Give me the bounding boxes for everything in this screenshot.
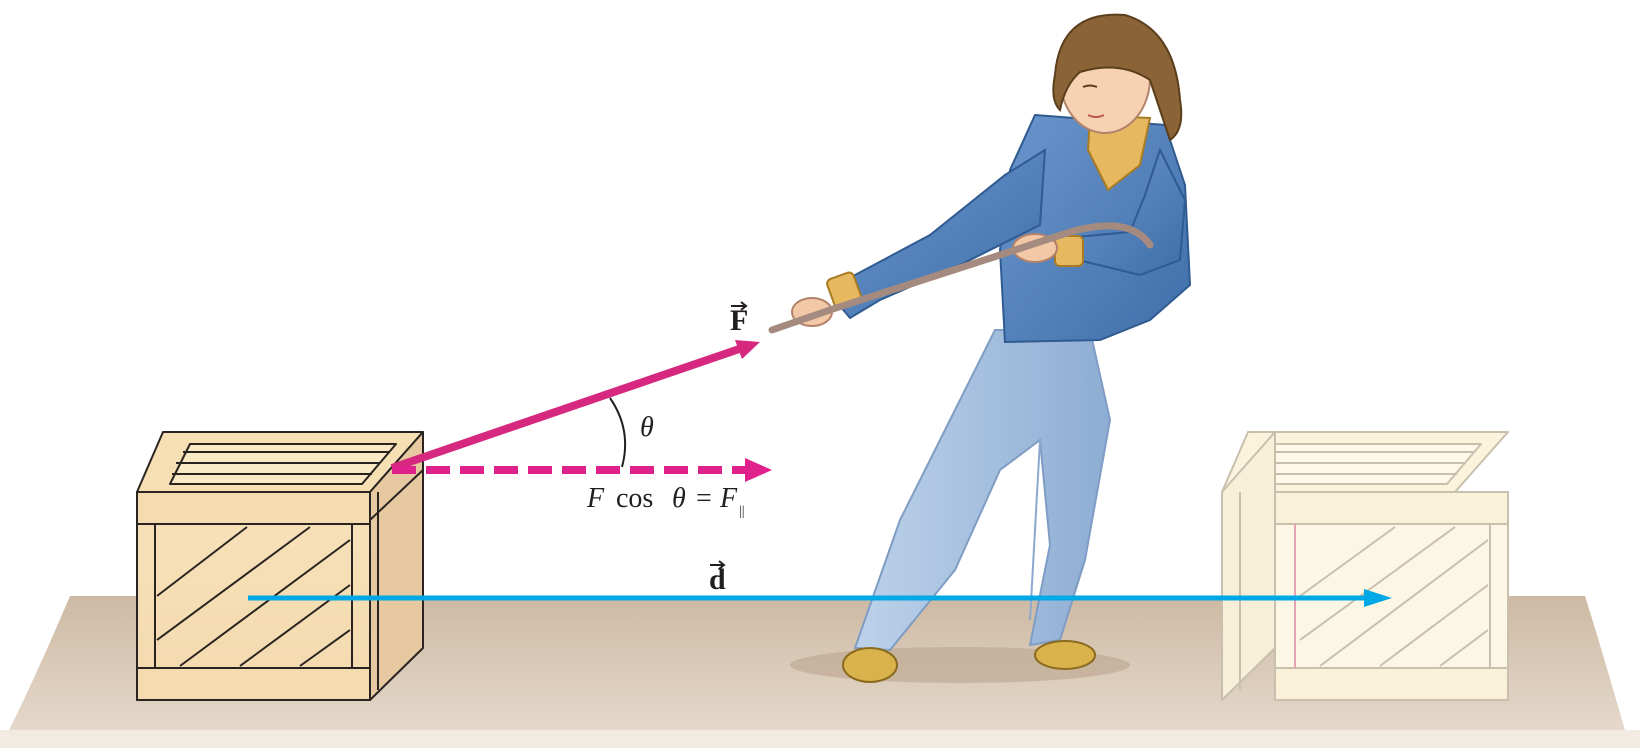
force-label: F — [730, 301, 748, 337]
rope-held — [768, 222, 1154, 334]
force-vector — [390, 340, 760, 472]
right-shoe — [1034, 640, 1096, 670]
angle-label: θ — [640, 412, 654, 443]
displacement-label: d — [709, 560, 726, 596]
component-label-subscript: || — [739, 504, 745, 519]
crate-final — [1221, 431, 1509, 701]
crate-initial — [136, 431, 424, 701]
component-label-theta: θ — [672, 483, 686, 514]
force-component-label: F cos θ = F || — [586, 483, 745, 519]
component-label-cos: cos — [616, 483, 653, 514]
component-label-equals: = — [696, 483, 712, 514]
angle-arc — [609, 397, 627, 468]
component-label-F: F — [586, 483, 605, 514]
displacement-vector — [248, 589, 1392, 607]
person-pulling — [791, 13, 1192, 683]
force-component-vector — [392, 458, 772, 482]
force-label-text: F — [730, 304, 748, 337]
component-label-F2: F — [719, 483, 738, 514]
displacement-label-text: d — [709, 563, 726, 596]
left-shoe — [842, 647, 898, 683]
